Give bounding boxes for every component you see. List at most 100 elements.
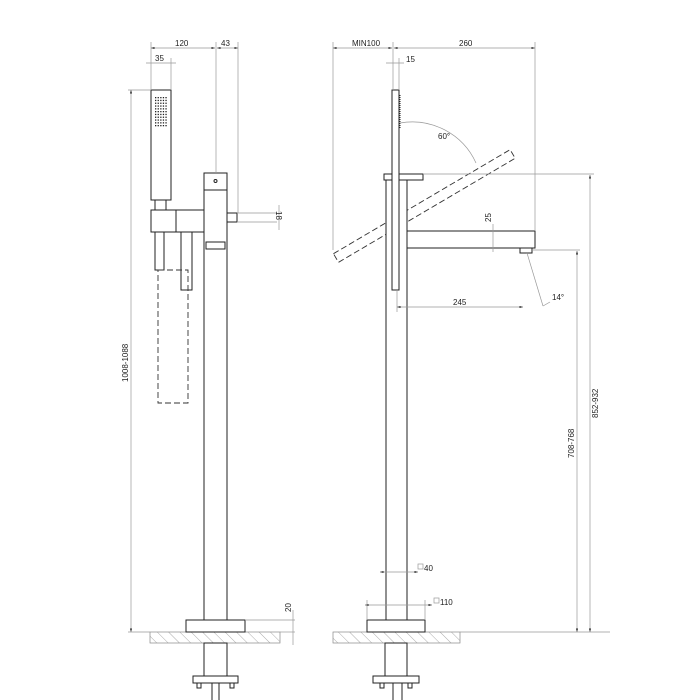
nozzle-dot — [155, 113, 157, 116]
nozzle-dot — [165, 105, 167, 107]
floor-hatch-right — [332, 631, 461, 644]
nozzle-dot — [155, 122, 157, 124]
mixer-cap — [203, 172, 228, 191]
nozzle-dot — [155, 111, 157, 113]
nozzle-dot — [157, 125, 159, 127]
dim-25: 25 — [484, 213, 493, 222]
holder-arm — [175, 209, 206, 233]
dim-1008-1088: 1008-1088 — [121, 343, 130, 382]
nozzle-dot — [160, 113, 162, 116]
left-view: 120 43 35 18 1008-1088 20 — [121, 39, 295, 700]
nozzle-dot — [165, 119, 167, 121]
nozzle-dot — [155, 108, 157, 110]
dim-60-deg: 60° — [438, 132, 450, 141]
nozzle-dot — [160, 119, 162, 121]
nozzle-dot — [160, 108, 162, 110]
dim-260: 260 — [459, 39, 473, 48]
nozzle-dot — [157, 122, 159, 124]
dim-35: 35 — [155, 54, 164, 63]
nozzle-dot — [165, 113, 167, 116]
nozzle-dot — [162, 125, 165, 127]
base-plate-right — [366, 619, 426, 633]
diverter-nut — [205, 241, 226, 250]
nozzle-dot — [162, 97, 165, 99]
angle-arc-60 — [399, 121, 477, 164]
nozzle-dot — [160, 105, 162, 107]
dim-43: 43 — [221, 39, 230, 48]
hose-connector — [154, 231, 165, 271]
nozzle-dot — [162, 122, 165, 124]
nozzle-dot — [157, 116, 159, 118]
tilted-hand-shower — [332, 149, 516, 263]
nozzle-dot — [165, 99, 167, 102]
nozzle-dot — [162, 116, 165, 118]
nozzle-dot — [157, 113, 159, 116]
nozzle-dot — [162, 119, 165, 121]
right-view: 60° MIN100 260 15 25 245 14° 708-768 852… — [332, 39, 610, 700]
cap-screw — [213, 179, 218, 183]
nozzle-dot — [165, 111, 167, 113]
nozzle-dot — [157, 105, 159, 107]
nozzle-dot — [155, 97, 157, 99]
nozzle-dot — [155, 99, 157, 102]
nozzle-dot — [162, 99, 165, 102]
nozzle-dot — [160, 125, 162, 127]
hose-swivel — [180, 231, 193, 291]
dim-852-932: 852-932 — [591, 388, 600, 418]
floor-hatch — [149, 631, 281, 644]
dim-15: 15 — [406, 55, 415, 64]
dim-708-768: 708-768 — [567, 428, 576, 458]
dim-120: 120 — [175, 39, 189, 48]
nozzle-dot — [160, 97, 162, 99]
nozzle-dot — [157, 97, 159, 99]
side-outlet — [226, 212, 238, 223]
nozzle-dot — [165, 108, 167, 110]
hose-dashed — [157, 269, 189, 404]
under-flange-right — [372, 675, 420, 684]
under-column-right — [384, 642, 408, 677]
nozzle-dot — [162, 111, 165, 113]
nozzle-dot — [162, 105, 165, 107]
nozzle-dot — [165, 122, 167, 124]
nozzle-dot — [160, 111, 162, 113]
nozzle-dot — [155, 102, 157, 104]
hand-shower-side-top — [391, 89, 400, 291]
dim-40: 40 — [424, 564, 433, 573]
dim-min100: MIN100 — [352, 39, 381, 48]
square-symbol — [433, 597, 440, 604]
dim-110: 110 — [440, 598, 453, 607]
spout-outlet — [519, 247, 533, 254]
nozzle-dot — [165, 97, 167, 99]
nozzle-dot — [155, 119, 157, 121]
nozzle-dot — [162, 113, 165, 116]
nozzle-dot — [157, 108, 159, 110]
dim-14-deg: 14° — [552, 293, 564, 302]
nozzle-dot — [165, 125, 167, 127]
dim-245: 245 — [453, 298, 467, 307]
nozzle-dot — [160, 122, 162, 124]
under-flange — [192, 675, 239, 684]
spout — [406, 230, 536, 249]
dim-20: 20 — [284, 603, 293, 612]
nozzle-dot — [160, 116, 162, 118]
nozzle-dot — [157, 111, 159, 113]
nozzle-dot — [165, 102, 167, 104]
nozzle-dot — [157, 99, 159, 102]
nozzle-dot — [157, 119, 159, 121]
shower-holder-block — [150, 209, 177, 233]
nozzle-dot — [160, 102, 162, 104]
nozzle-dot — [155, 105, 157, 107]
nozzle-dot — [157, 102, 159, 104]
mixer-cap-side — [383, 173, 424, 181]
under-column — [203, 642, 228, 677]
nozzle-dot — [165, 116, 167, 118]
nozzle-dot — [155, 116, 157, 118]
dim-18: 18 — [274, 211, 283, 220]
nozzle-dot — [155, 125, 157, 127]
shower-connector — [154, 199, 167, 211]
nozzle-dot — [160, 99, 162, 102]
base-plate — [185, 619, 246, 633]
mixer-body — [203, 189, 228, 621]
